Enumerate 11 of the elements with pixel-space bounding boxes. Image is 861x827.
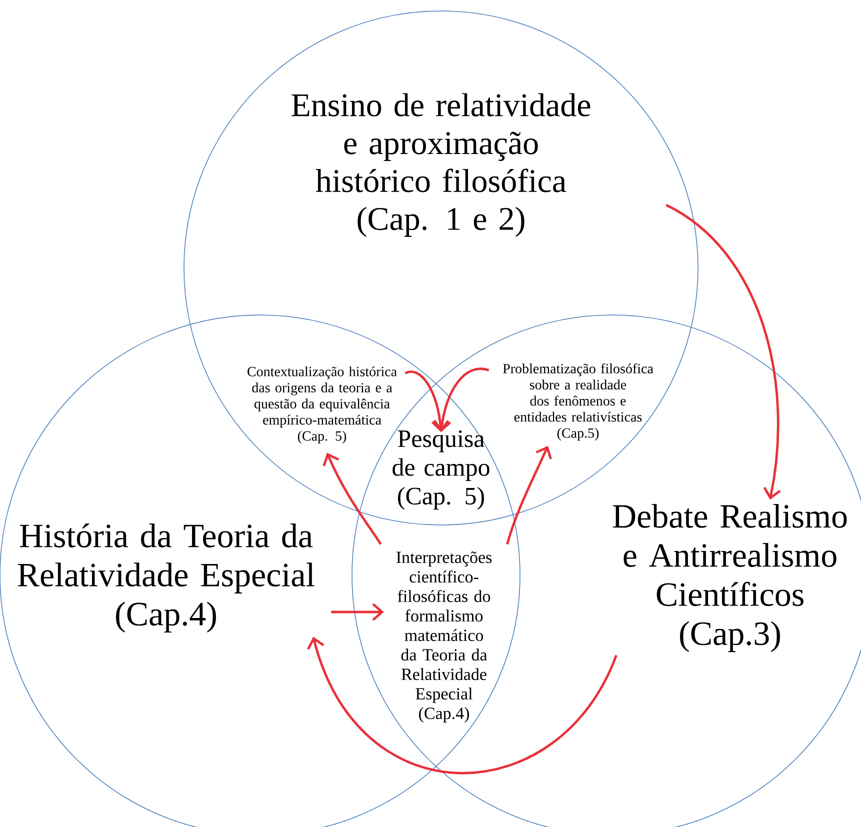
region-label: Interpretações científico-filosóficas do formalismo matemático da Teoria da Relatividade Especial (Cap.4) [396,551,492,723]
arrow [307,636,618,774]
circle-label: Debate Realismo e Antirrealismo Científicos (Cap.3) [612,504,847,652]
region-label: Problematização filosófica sobre a realidade dos fenômenos e entidades relativísticas (Cap.5) [503,363,654,441]
circle-label: História da Teoria da Relatividade Especial (Cap.4) [18,523,315,633]
arrow [433,368,490,432]
arrow [322,452,382,545]
arrow [331,603,384,621]
arrow [666,204,781,500]
arrow [506,446,552,545]
circle-label: Ensino de relatividade e aproximação histórico filosófica (Cap. 1 e 2) [292,93,590,237]
